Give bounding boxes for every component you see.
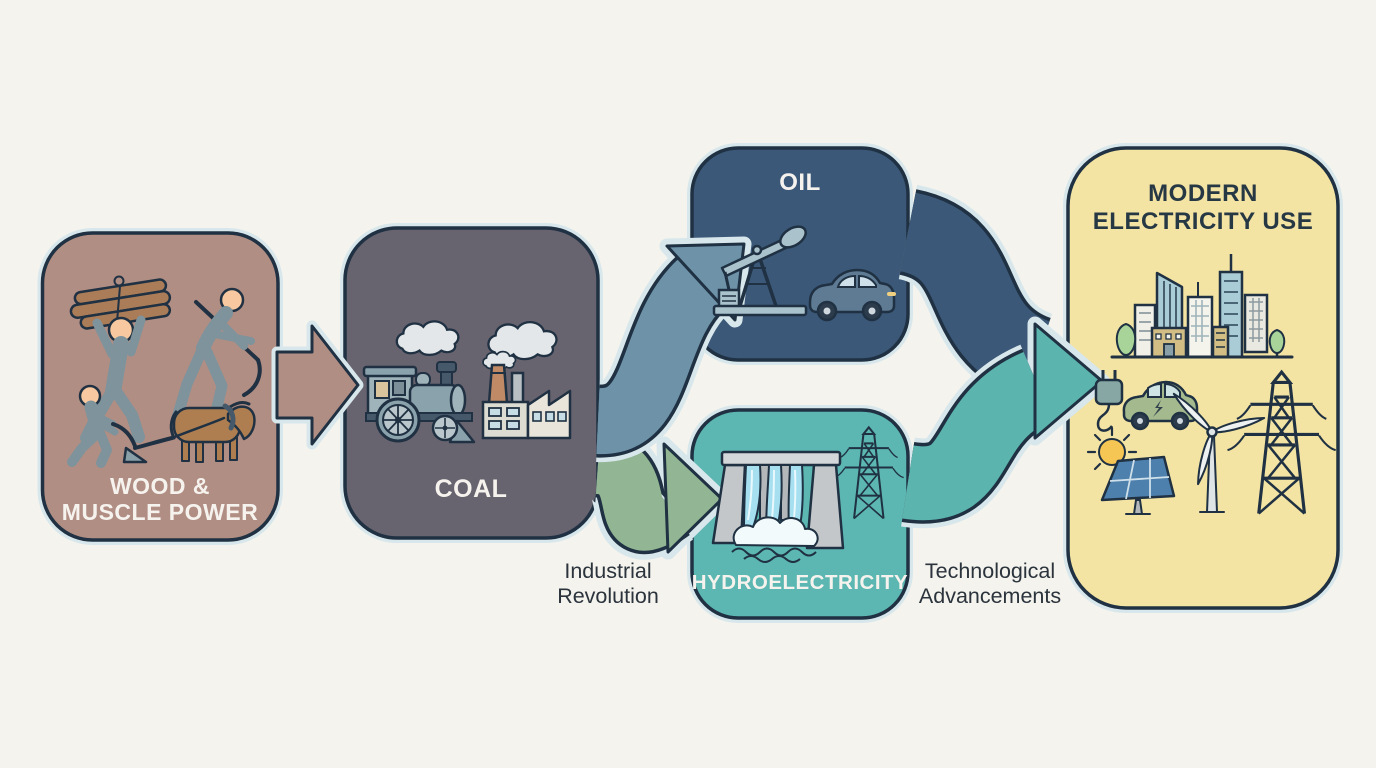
coal-box [340,223,603,543]
arrow-wood-to-coal [271,320,364,450]
wood-icons [67,275,262,468]
solar-panel-icon [1100,455,1176,515]
oil-box-label: OIL [779,169,821,196]
arrow-coal-to-hydro [589,425,730,560]
industrial-revolution-caption-line2: Revolution [557,584,659,608]
technological-advancements-caption-line1: Technological [925,559,1055,583]
person-carrying-logs-icon [69,275,172,444]
hydro-icons [711,426,905,563]
modern-box-label-line2: ELECTRICITY USE [1093,208,1313,235]
arrow-hydro-to-modern [901,316,1110,529]
coal-box-label: COAL [435,475,508,503]
oil-pumpjack-icon [712,225,808,317]
tree-icon [1268,328,1286,355]
electric-plug-icon [1094,370,1124,432]
modern-icons [1086,254,1338,516]
technological-advancements-caption-line2: Advancements [919,584,1061,608]
steam-locomotive-icon [362,361,476,444]
coal-icons [362,320,572,444]
modern-box-label-line1: MODERN [1148,180,1258,207]
oil-icons [712,225,896,322]
horse-icon [169,401,256,463]
wood-box-label-line1: WOOD & [110,473,210,499]
hydroelectric-dam-icon [711,450,845,563]
industrial-revolution-caption-line1: Industrial [564,559,651,583]
city-skyline-icon [1110,254,1294,359]
car-icon [808,268,896,322]
person-with-scythe-icon [171,287,262,426]
arrow-oil-to-modern [896,184,1055,405]
sun-icon [1086,426,1138,471]
electric-car-icon [1122,380,1199,431]
farmer-plowing-icon [67,384,174,468]
hydro-box-label: HYDROELECTRICITY [692,571,908,594]
wood-box-label-line2: MUSCLE POWER [62,499,258,525]
tree-icon [1115,322,1137,357]
wind-turbine-icon [1172,392,1266,513]
factory-icon [481,363,572,440]
